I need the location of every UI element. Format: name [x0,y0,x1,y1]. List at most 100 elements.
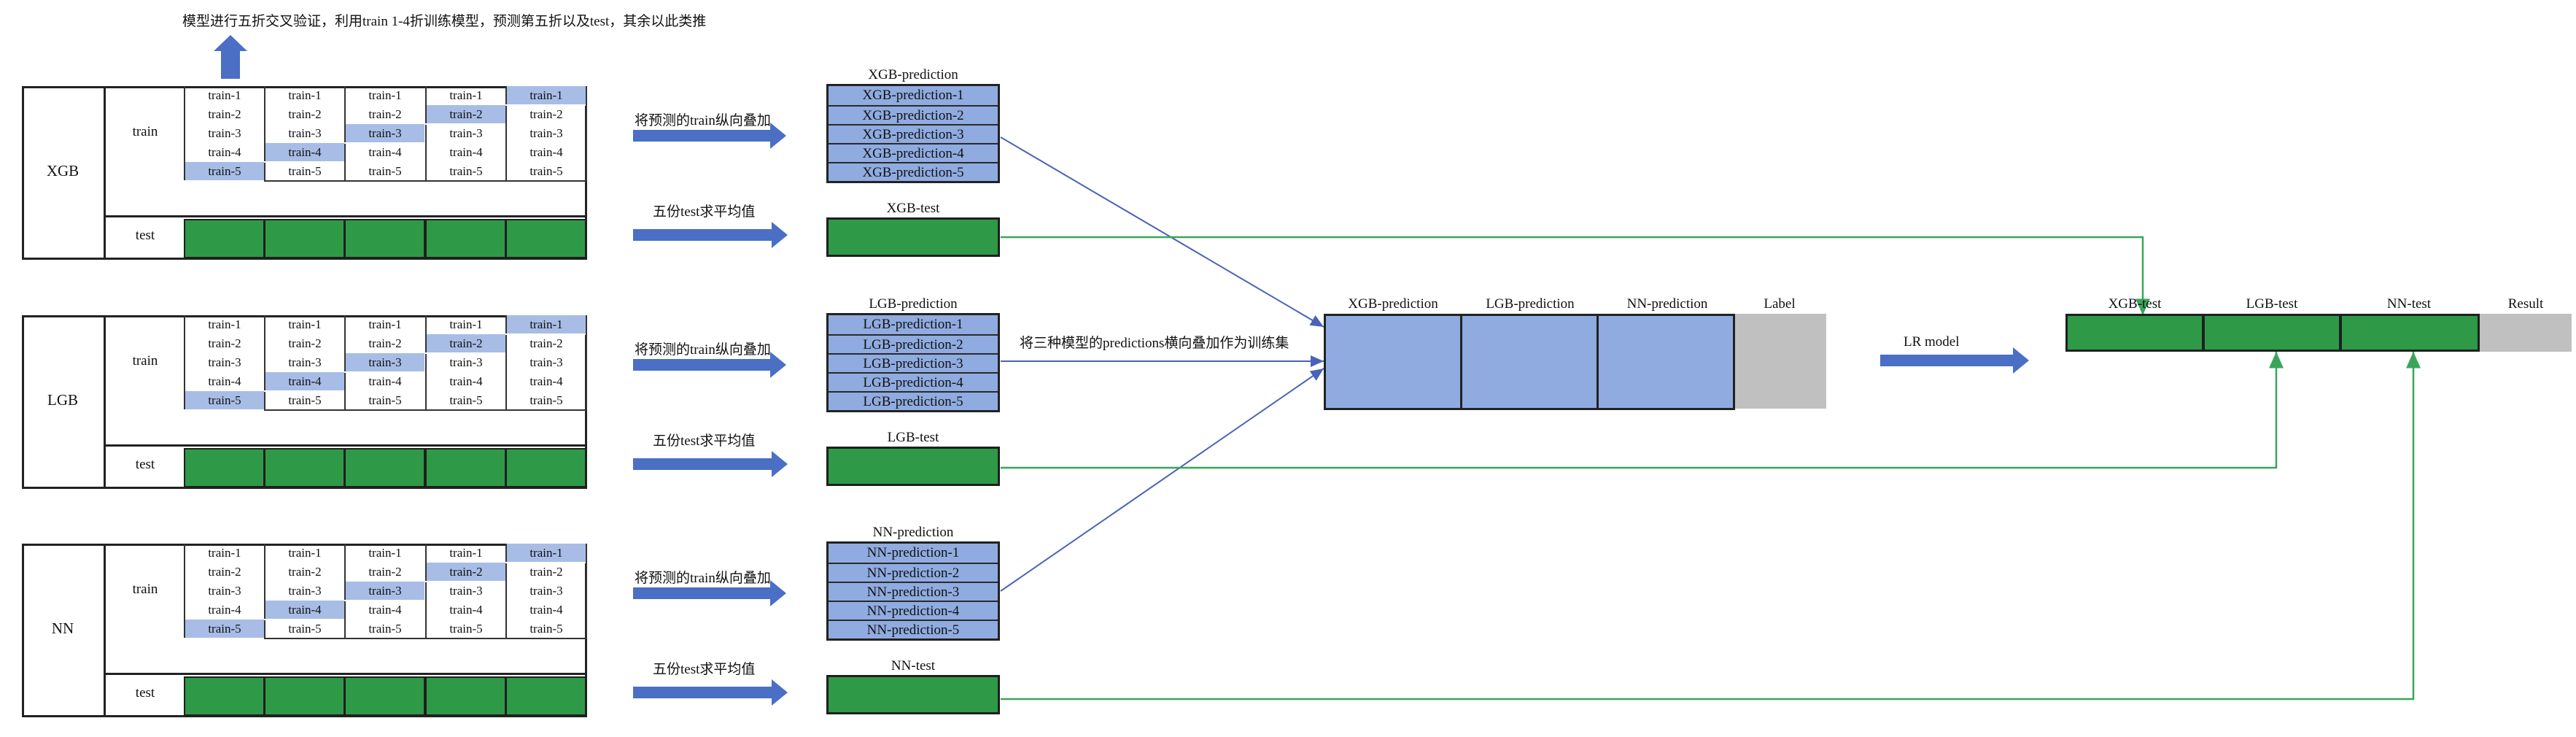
xgb-fold-cell: train-1 [507,86,586,105]
lgb-fold-cell: train-4 [208,374,241,388]
xgb-test-fold-5 [505,219,586,258]
nn-fold-col-sep [264,544,265,639]
nn-train-label: train [132,582,158,597]
nn-fold-cell: train-1 [368,546,402,560]
nn-arrow-train-text: 将预测的train纵向叠加 [635,571,771,586]
xgb-fold-cell-gap [505,104,586,106]
nn-fold-cell-gap [184,638,264,639]
xgb-fold-cell: train-4 [265,143,344,162]
xgb-prediction-2: XGB-prediction-2 [829,105,998,126]
nn-fold-cell: train-5 [529,622,563,636]
nn-test-label: test [135,685,155,701]
nn-fold-cell: train-4 [265,601,344,620]
lgb-test-label: test [135,457,155,472]
xgb-fold-cell-gap [425,123,505,125]
nn-fold-cell-gap [344,600,424,601]
xgb-fold-col-sep [344,86,346,182]
nn-fold-cell: train-1 [507,544,586,563]
lgb-fold-cell-gap [184,409,264,411]
nn-block-divider [104,544,106,717]
xgb-test-fold-4 [425,219,506,258]
lgb-fold-col-sep [425,315,427,411]
xgb-test-fold-2 [264,219,345,258]
stack-label-column [1735,314,1826,409]
lgb-test-title: LGB-test [887,430,939,445]
lgb-train-stack-arrow [633,352,786,378]
lgb-test-average [826,447,1000,486]
lgb-fold-cell: train-1 [507,315,586,334]
xgb-prediction-1: XGB-prediction-1 [862,88,964,103]
nn-fold-cell: train-4 [449,603,483,617]
lgb-fold-cell: train-1 [288,317,322,331]
nn-fold-cell-gap [264,619,344,620]
xgb-fold-cell: train-2 [368,107,402,121]
lgb-fold-cell-gap [425,352,505,354]
lgb-fold-cell: train-4 [265,372,344,391]
nn-fold-col-sep [425,544,427,639]
lgb-fold-cell: train-5 [449,393,483,407]
xgb-fold-col-sep [425,86,427,182]
nn-fold-cell-gap [425,581,505,582]
xgb-fold-cell: train-3 [208,126,241,140]
nn-fold-cell: train-2 [427,563,505,582]
xgb-train-label: train [132,124,158,139]
lgb-train-label: train [132,353,158,368]
lgb-test-fold-4 [425,448,506,487]
final-header-xgb-test: XGB-test [2108,296,2162,312]
lgb-fold-cell: train-3 [208,355,241,369]
xgb-fold-cell: train-3 [346,124,424,143]
xgb-test-title: XGB-test [886,201,940,216]
nn-train-test-divider [104,673,587,675]
xgb-fold-col-sep [264,86,265,182]
xgb-train-test-divider [104,215,587,217]
xgb-arrow-test-text: 五份test求平均值 [653,204,756,220]
nn-test-title: NN-test [891,658,936,674]
nn-fold-cell: train-5 [185,620,264,638]
xgb-fold-cell: train-2 [427,105,505,124]
lgb-fold-col-sep [264,315,265,411]
xgb-test-average-arrow [633,222,788,248]
nn-fold-cell: train-1 [208,546,241,560]
nn-prediction-4: NN-prediction-4 [829,601,998,621]
xgb-fold-cell: train-5 [529,164,563,178]
lgb-fold-cell: train-2 [368,336,402,350]
xgb-block-divider [104,86,106,260]
nn-test-connector [1001,352,2421,701]
nn-test-average-arrow [633,679,788,706]
lgb-fold-cell: train-2 [427,334,505,353]
lgb-fold-cell: train-3 [288,355,322,369]
nn-fold-cell: train-4 [529,603,563,617]
final-result [2480,314,2572,352]
nn-test-fold-3 [344,676,425,716]
stack-header-lgb: LGB-prediction [1486,296,1575,312]
lgb-arrow-train-text: 将预测的train纵向叠加 [635,342,771,358]
nn-test-fold-4 [425,676,506,716]
xgb-pred-title: XGB-prediction [868,67,958,82]
lgb-test-average-arrow [633,451,788,477]
xgb-fold-cell: train-5 [368,164,402,178]
final-lgb-test [2203,314,2341,352]
lgb-prediction-4: LGB-prediction-4 [829,372,998,393]
lgb-fold-cell: train-2 [208,336,241,350]
nn-fold-cell: train-1 [449,546,483,560]
xgb-test-fold-3 [344,219,425,258]
xgb-model-label: XGB [46,162,79,180]
nn-pred-connector [1000,368,1324,592]
lr-model-label: LR model [1904,334,1960,350]
xgb-fold-cell: train-4 [529,145,563,159]
stack-header-nn: NN-prediction [1626,296,1708,312]
lgb-block-divider [104,315,106,489]
stack-nn-predictions [1597,314,1735,410]
xgb-fold-cell-gap [184,180,264,182]
nn-train-stack-arrow [633,580,786,606]
lgb-fold-cell: train-4 [368,374,402,388]
lgb-train-test-divider [104,444,587,447]
lgb-fold-cell: train-3 [529,355,563,369]
final-nn-test [2340,314,2480,352]
stack-xgb-predictions [1324,314,1462,410]
up-arrow [214,35,247,79]
lgb-arrow-test-text: 五份test求平均值 [653,433,756,449]
xgb-fold-grid [184,86,587,182]
